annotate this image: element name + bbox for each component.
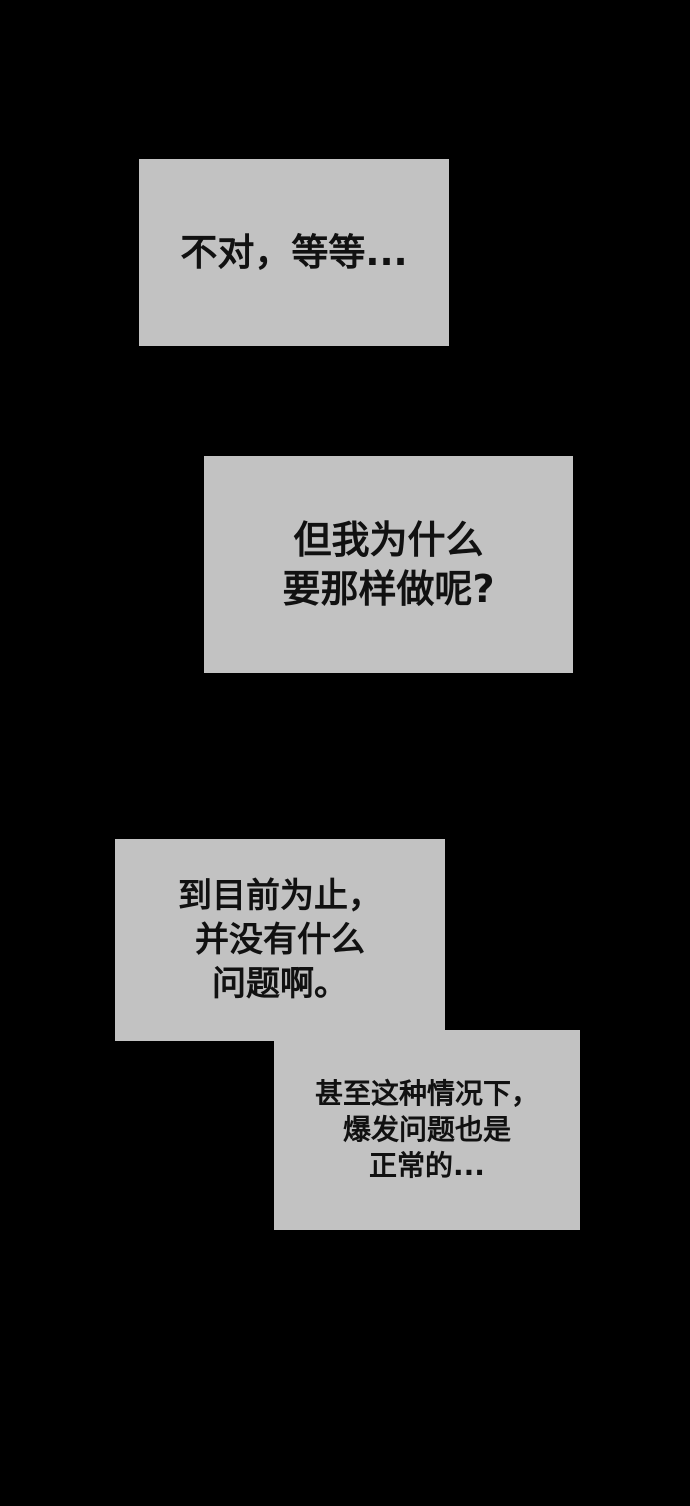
monologue-text-line: 并没有什么 [195, 920, 365, 960]
monologue-box-3: 到目前为止， 并没有什么 问题啊。 [115, 839, 445, 1041]
monologue-box-1: 不对，等等... [139, 159, 449, 346]
monologue-text-line: 问题啊。 [212, 964, 348, 1004]
monologue-text-line: 正常的... [369, 1149, 485, 1182]
monologue-text-line: 不对，等等... [180, 230, 408, 274]
monologue-box-4: 甚至这种情况下， 爆发问题也是 正常的... [274, 1030, 580, 1230]
monologue-text-line: 到目前为止， [178, 876, 382, 916]
monologue-box-2: 但我为什么 要那样做呢? [204, 456, 573, 673]
monologue-text-line: 甚至这种情况下， [314, 1077, 539, 1110]
monologue-text-line: 但我为什么 [293, 517, 484, 562]
monologue-text-line: 要那样做呢? [282, 566, 495, 611]
monologue-text-line: 爆发问题也是 [342, 1113, 511, 1146]
